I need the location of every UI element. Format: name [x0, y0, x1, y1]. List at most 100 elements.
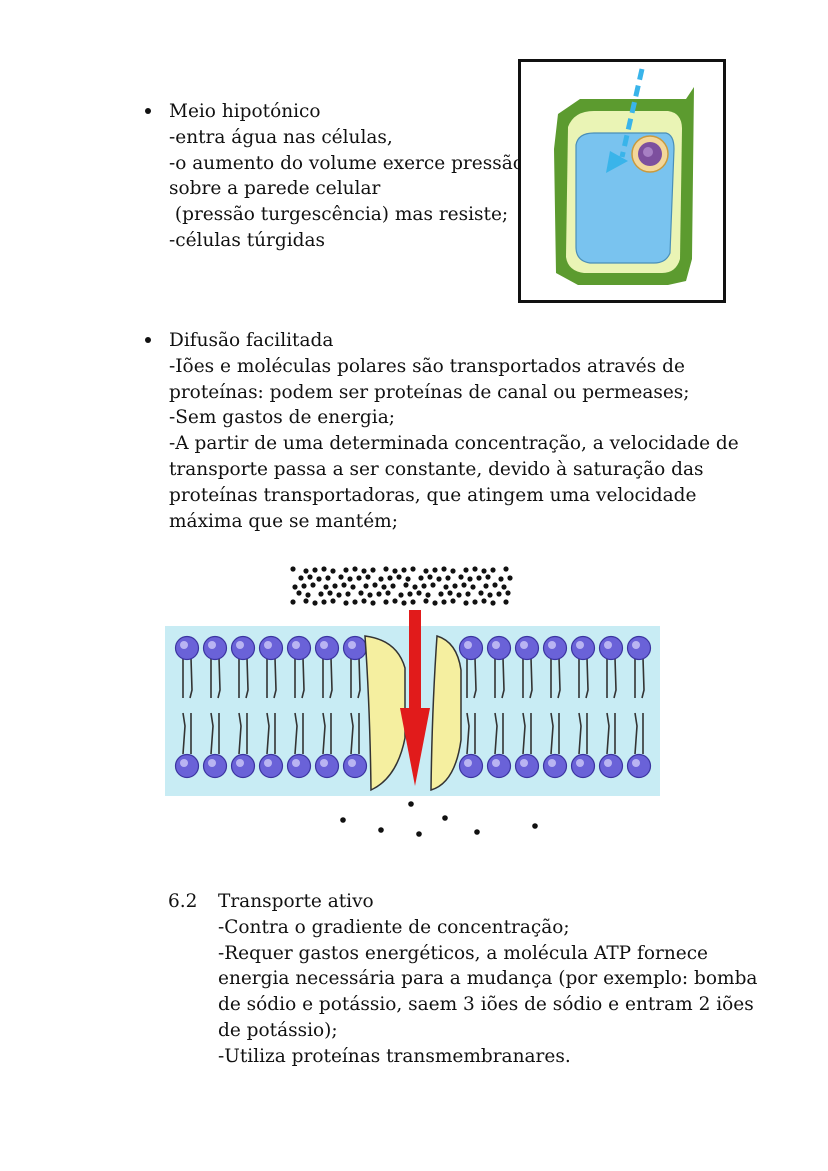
- solute-particle: [365, 574, 371, 580]
- lipid-tail: [522, 712, 532, 755]
- solute-particle: [361, 568, 367, 574]
- lipid-head-highlight: [292, 641, 300, 649]
- lipid-head: [230, 753, 256, 779]
- solute-particle: [418, 575, 424, 581]
- solute-particle: [312, 600, 318, 606]
- lipid-head-highlight: [520, 759, 528, 767]
- lipid-head: [626, 753, 652, 779]
- solute-particle: [478, 590, 484, 596]
- lipid-head-highlight: [208, 641, 216, 649]
- lipid-head: [486, 753, 512, 779]
- lipid-head-highlight: [604, 759, 612, 767]
- solute-particle: [332, 583, 338, 589]
- solute-particle: [410, 599, 416, 605]
- hypotonic-line: -entra água nas células,: [169, 126, 393, 148]
- solute-particle: [423, 568, 429, 574]
- turgid-cell-illustration: [518, 59, 726, 303]
- lipid-head-highlight: [292, 759, 300, 767]
- solute-particle: [345, 591, 351, 597]
- lipid-head: [342, 753, 368, 779]
- lipid-head: [570, 635, 596, 661]
- channel-protein-left: [364, 635, 406, 792]
- solute-particle: [347, 576, 353, 582]
- solute-particle: [396, 574, 402, 580]
- lipid-tail: [238, 712, 248, 755]
- lipid-tail: [578, 657, 589, 699]
- solute-particle: [416, 590, 422, 596]
- solute-particle: [438, 591, 444, 597]
- lipid-tail: [466, 712, 476, 755]
- solute-particle: [485, 574, 491, 580]
- membrane-illustration: [165, 566, 660, 837]
- solute-particle: [321, 566, 327, 572]
- solute-particle: [330, 598, 336, 604]
- solute-particle: [436, 576, 442, 582]
- lipid-head-highlight: [632, 759, 640, 767]
- lipid-tail: [466, 657, 477, 699]
- lipid-head-highlight: [320, 759, 328, 767]
- lipid-head: [314, 635, 340, 661]
- active-line: de potássio);: [218, 1019, 338, 1041]
- lipid-head-highlight: [576, 641, 584, 649]
- solute-particle: [358, 590, 364, 596]
- lipid-head: [258, 635, 284, 661]
- solute-particle: [442, 815, 448, 821]
- bullet-dot: [145, 337, 151, 343]
- lipid-tail: [210, 657, 221, 699]
- hypotonic-title: Meio hipotónico: [169, 101, 321, 122]
- solute-particle: [327, 590, 333, 596]
- solute-particle: [483, 583, 489, 589]
- solute-particle: [465, 591, 471, 597]
- bullet-dot: [145, 108, 151, 114]
- lipid-tail: [238, 657, 249, 699]
- solute-particle: [336, 592, 342, 598]
- lipid-tail: [350, 657, 361, 699]
- solute-particle: [452, 583, 458, 589]
- solute-particle: [441, 599, 447, 605]
- solute-particle: [407, 591, 413, 597]
- lipid-tail: [210, 712, 220, 755]
- lipid-head-highlight: [320, 641, 328, 649]
- transport-arrow-head: [400, 708, 430, 786]
- lipid-tail: [294, 712, 304, 755]
- facilitated-line: -Iões e moléculas polares são transporta…: [169, 355, 685, 377]
- lipid-head-highlight: [464, 759, 472, 767]
- lipid-head-highlight: [548, 641, 556, 649]
- facilitated-line: transporte passa a ser constante, devido…: [169, 458, 704, 480]
- solute-particle: [383, 566, 389, 572]
- solute-particle: [412, 584, 418, 590]
- lipid-head-highlight: [632, 641, 640, 649]
- solute-particle: [503, 566, 509, 572]
- lipid-tail: [322, 712, 332, 755]
- lipid-tail: [494, 657, 505, 699]
- solute-particle: [445, 575, 451, 581]
- lipid-tail: [606, 657, 617, 699]
- lipid-tail: [606, 712, 616, 755]
- solute-particle: [361, 598, 367, 604]
- solute-particle: [476, 575, 482, 581]
- solute-particle: [492, 582, 498, 588]
- lipid-head: [458, 753, 484, 779]
- lipid-tail: [578, 712, 588, 755]
- solute-particle: [461, 582, 467, 588]
- lipid-head: [514, 753, 540, 779]
- lipid-tail: [350, 712, 360, 755]
- solute-particle: [307, 574, 313, 580]
- active-line: -Utiliza proteínas transmembranares.: [218, 1045, 571, 1067]
- solute-particle: [343, 567, 349, 573]
- solute-particle: [421, 583, 427, 589]
- lipid-tail: [550, 712, 560, 755]
- facilitated-title: Difusão facilitada: [169, 330, 334, 351]
- solute-particle: [383, 599, 389, 605]
- solute-particle: [296, 590, 302, 596]
- solute-particle: [370, 567, 376, 573]
- solute-particle: [450, 568, 456, 574]
- solute-particle: [443, 584, 449, 590]
- solute-particle: [463, 567, 469, 573]
- lipid-tail: [550, 657, 561, 699]
- lipid-head: [514, 635, 540, 661]
- solute-particle: [427, 574, 433, 580]
- lipid-head: [342, 635, 368, 661]
- solute-particle: [372, 582, 378, 588]
